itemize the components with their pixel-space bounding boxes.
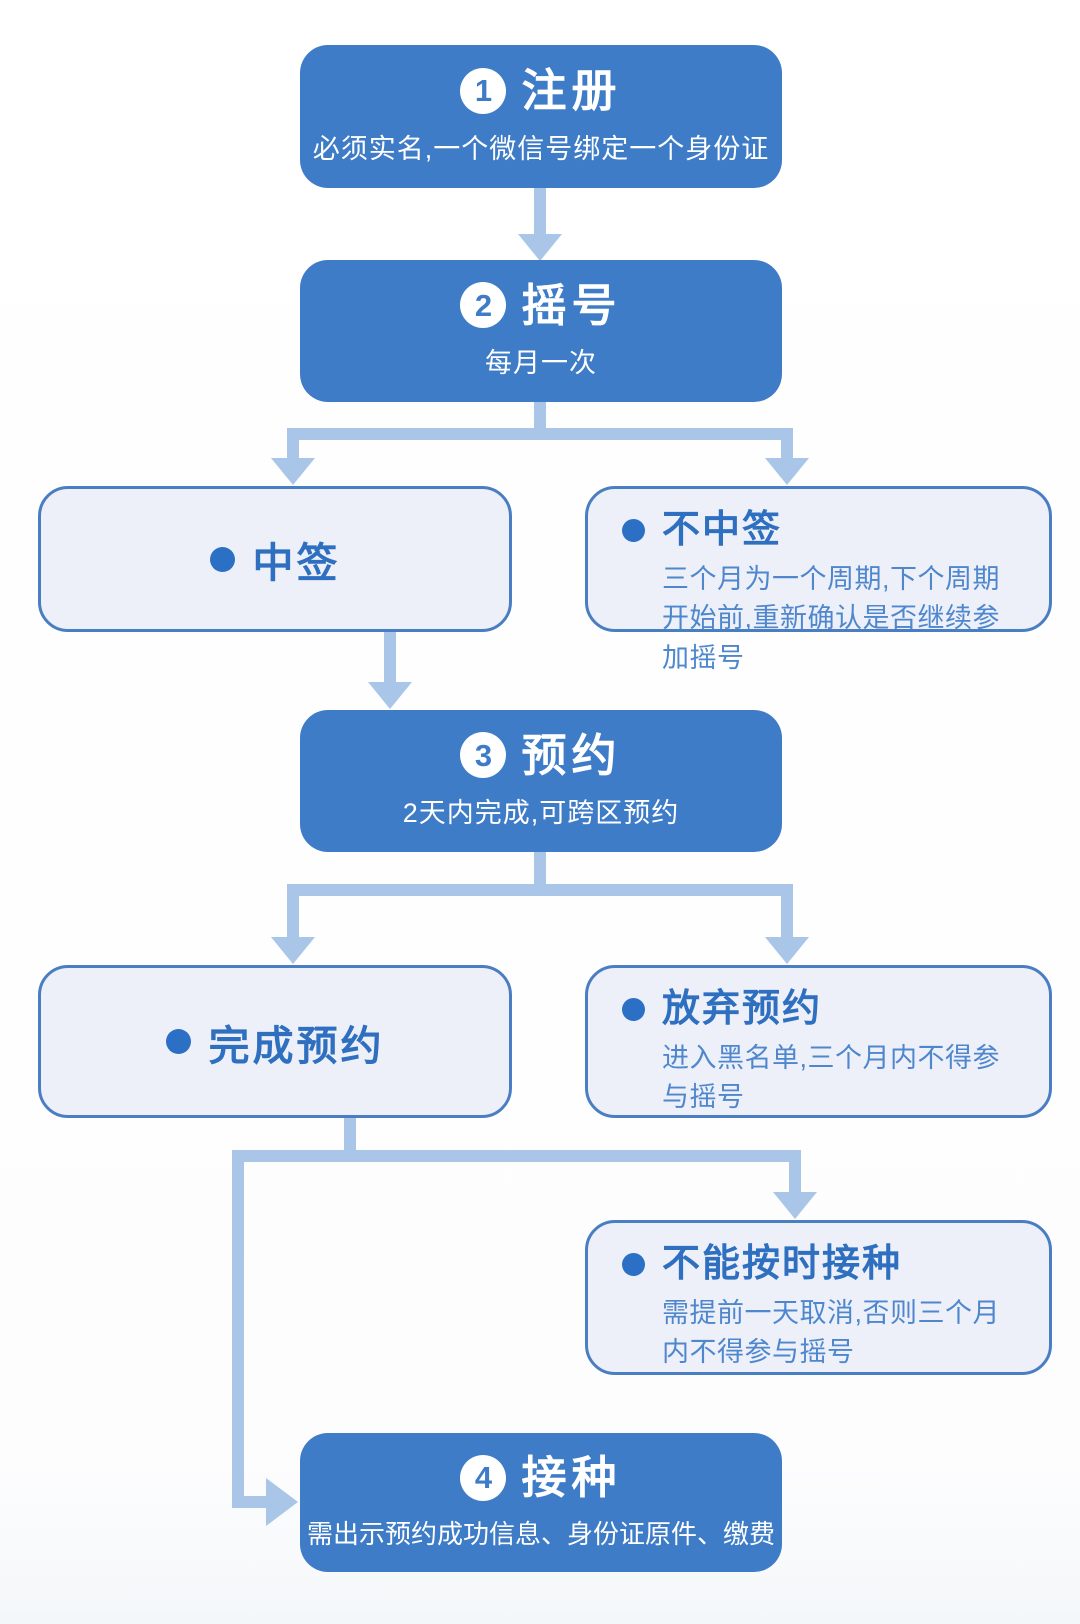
outcome-title-row: 不能按时接种 — [622, 1243, 1025, 1287]
arrowhead-down-icon — [271, 937, 315, 964]
connector-win-step3-line — [384, 632, 396, 682]
connector-step2-split-bar — [287, 428, 793, 440]
bullet-icon — [165, 1029, 191, 1054]
arrowhead-down-icon — [518, 234, 562, 261]
arrowhead-down-icon — [765, 937, 809, 964]
arrowhead-down-icon — [271, 458, 315, 485]
bullet-icon — [622, 519, 645, 543]
flow-step-lottery: 2 摇号 每月一次 — [300, 260, 782, 402]
step-subtitle: 必须实名,一个微信号绑定一个身份证 — [312, 133, 770, 164]
step-title: 摇号 — [521, 279, 622, 331]
bullet-icon — [622, 998, 645, 1022]
outcome-title-row: 不中签 — [622, 509, 1025, 553]
step-title: 接种 — [521, 1452, 622, 1503]
outcome-complete-label: 完成预约 — [208, 1022, 385, 1069]
connector-step2-split-left-line — [287, 440, 299, 458]
step-subtitle: 每月一次 — [485, 348, 597, 378]
arrowhead-down-icon — [773, 1192, 817, 1219]
flow-step-vaccinate: 4 接种 需出示预约成功信息、身份证原件、缴费 — [300, 1433, 782, 1572]
connector-complete-step4-line — [232, 1162, 244, 1508]
outcome-title-row: 放弃预约 — [622, 988, 1025, 1032]
arrowhead-right-icon — [266, 1478, 298, 1526]
step-number-2-badge: 2 — [460, 282, 507, 328]
step-title: 预约 — [521, 729, 622, 781]
step-title: 注册 — [521, 65, 622, 116]
outcome-abandon-box: 放弃预约 进入黑名单,三个月内不得参与摇号 — [585, 965, 1052, 1118]
outcome-complete-box: 完成预约 — [38, 965, 512, 1118]
outcome-miss-title: 不能按时接种 — [662, 1243, 903, 1285]
arrowhead-down-icon — [765, 458, 809, 485]
connector-step3-split-left-line — [287, 896, 299, 937]
outcome-lose-description: 三个月为一个周期,下个周期开始前,重新确认是否继续参加摇号 — [662, 563, 1001, 674]
step-subtitle: 需出示预约成功信息、身份证原件、缴费 — [306, 1518, 775, 1549]
step-title-row: 2 摇号 — [460, 282, 621, 328]
connector-step2-split-right-line — [781, 440, 793, 458]
step-number-4-badge: 4 — [460, 1454, 507, 1501]
connector-complete-miss-line — [789, 1162, 801, 1192]
arrowhead-down-icon — [368, 682, 412, 709]
connector-complete-split-bar — [232, 1150, 801, 1162]
outcome-abandon-description: 进入黑名单,三个月内不得参与摇号 — [662, 1042, 1001, 1113]
step-title-row: 3 预约 — [460, 732, 621, 778]
bullet-icon — [622, 1253, 645, 1277]
outcome-lose-title: 不中签 — [662, 509, 783, 551]
connector-complete-step4-elbow — [232, 1496, 266, 1508]
outcome-miss-description: 需提前一天取消,否则三个月内不得参与摇号 — [662, 1297, 1001, 1368]
connector-step1-step2-line — [534, 188, 546, 234]
outcome-abandon-title: 放弃预约 — [662, 988, 823, 1030]
outcome-label-row: 中签 — [209, 529, 341, 589]
outcome-miss-box: 不能按时接种 需提前一天取消,否则三个月内不得参与摇号 — [585, 1220, 1052, 1375]
outcome-lose-box: 不中签 三个月为一个周期,下个周期开始前,重新确认是否继续参加摇号 — [585, 486, 1052, 673]
step-number-3-badge: 3 — [460, 732, 507, 778]
outcome-label-row: 完成预约 — [165, 1012, 385, 1072]
step-title-row: 1 注册 — [460, 65, 622, 116]
flow-step-appointment: 3 预约 2天内完成,可跨区预约 — [300, 710, 782, 852]
flow-step-register: 1 注册 必须实名,一个微信号绑定一个身份证 — [300, 45, 782, 188]
step-subtitle: 2天内完成,可跨区预约 — [402, 798, 680, 828]
connector-step3-split-bar — [287, 884, 793, 896]
outcome-win-box: 中签 — [38, 486, 512, 632]
step-title-row: 4 接种 — [460, 1452, 622, 1503]
connector-step3-split-right-line — [781, 896, 793, 937]
step-number-1-badge: 1 — [460, 67, 507, 114]
outcome-win-label: 中签 — [252, 540, 341, 586]
bullet-icon — [209, 546, 235, 572]
